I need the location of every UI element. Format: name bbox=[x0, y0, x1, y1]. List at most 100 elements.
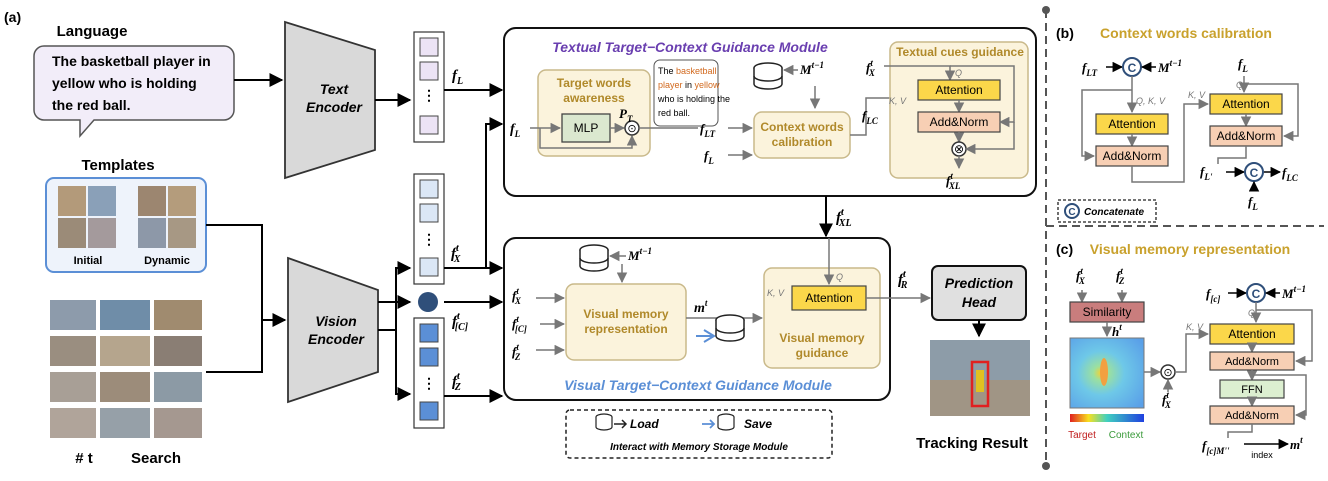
label-fL: fL bbox=[452, 68, 463, 87]
language-bubble bbox=[33, 45, 235, 138]
tracking-result-image bbox=[930, 340, 1030, 416]
ffn-label: FFN bbox=[1241, 384, 1262, 396]
language-line-3: the red ball. bbox=[52, 97, 131, 113]
example-line-3: who is holding the bbox=[657, 94, 730, 104]
attention-label-b2: Attention bbox=[1222, 97, 1269, 111]
label-Mt1-textual: Mt−1 bbox=[799, 60, 824, 77]
label-fLC-b: fLC bbox=[1282, 165, 1299, 183]
concat-legend-symbol: C bbox=[1068, 207, 1075, 218]
context-calibration-line-1: Context words bbox=[760, 120, 844, 134]
templates-title: Templates bbox=[81, 157, 154, 174]
label-fLC: fLC bbox=[862, 108, 879, 126]
colorbar-context-label: Context bbox=[1109, 430, 1144, 441]
tracking-result-label: Tracking Result bbox=[916, 435, 1028, 452]
concat-legend-label: Concatenate bbox=[1084, 207, 1144, 218]
label-Mt1-c: Mt−1 bbox=[1281, 284, 1306, 301]
label-Q-b: Q bbox=[1236, 80, 1243, 90]
text-token-column: ⋮ bbox=[413, 31, 445, 143]
label-KV-visual: K, V bbox=[767, 288, 785, 298]
label-KV-b: K, V bbox=[1188, 90, 1206, 100]
prediction-head-line-1: Prediction bbox=[945, 275, 1013, 291]
visual-memory-repr-line-1: Visual memory bbox=[583, 307, 668, 321]
visual-memory-guidance-line-2: guidance bbox=[796, 346, 849, 360]
target-words-line-1: Target words bbox=[557, 76, 632, 90]
search-frames-grid bbox=[50, 300, 202, 438]
arrow-vision-to-fZ bbox=[395, 330, 412, 401]
label-fLp-b: fL' bbox=[1200, 164, 1213, 182]
text-encoder-line-1: Text bbox=[320, 81, 350, 97]
language-line-1: The basketball player in bbox=[52, 53, 211, 69]
load-db-icon bbox=[595, 413, 613, 431]
example-line-1: The basketball bbox=[658, 66, 717, 76]
arrow-search-to-vision bbox=[206, 320, 263, 373]
prediction-head-line-2: Head bbox=[962, 294, 997, 310]
concat-symbol-b1: C bbox=[1128, 61, 1137, 75]
svg-text:⋮: ⋮ bbox=[422, 87, 436, 103]
arrow-b1-to-b2 bbox=[1131, 98, 1210, 183]
label-Q-visual: Q bbox=[836, 272, 843, 282]
concat-legend-box bbox=[1057, 199, 1157, 223]
label-Q-textual: Q bbox=[955, 68, 962, 78]
arrow-fL-skip bbox=[539, 128, 638, 149]
odot-symbol: ⊙ bbox=[627, 123, 636, 135]
label-Q-c: Q bbox=[1248, 308, 1255, 318]
colorbar bbox=[1070, 414, 1144, 422]
memory-db-icon-textual bbox=[753, 62, 783, 90]
vision-encoder-block bbox=[287, 256, 379, 404]
search-t-label: # t bbox=[75, 450, 93, 467]
arrow-addnorm-out-c bbox=[1227, 424, 1253, 438]
panel-b-title: Context words calibration bbox=[1100, 25, 1272, 41]
label-fCM-c: f[c]M'' bbox=[1202, 438, 1230, 456]
label-Mt1-visual: Mt−1 bbox=[627, 246, 652, 263]
arrow-residual-c2 bbox=[1252, 374, 1307, 421]
target-words-line-2: awareness bbox=[563, 91, 625, 105]
cls-token bbox=[418, 292, 438, 312]
label-KV-textual: K, V bbox=[889, 96, 907, 106]
vision-encoder-line-1: Vision bbox=[315, 313, 357, 329]
visual-memory-repr-box bbox=[565, 283, 687, 361]
label-mt-c: mt bbox=[1290, 435, 1303, 452]
panel-c-tag: (c) bbox=[1056, 241, 1073, 257]
attention-label-textual: Attention bbox=[935, 83, 982, 97]
panel-c-title: Visual memory representation bbox=[1090, 241, 1290, 257]
label-QKV-b: Q, K, V bbox=[1136, 96, 1166, 106]
legend-box bbox=[565, 409, 833, 459]
example-sentence-box bbox=[653, 59, 719, 127]
arrow-odot-to-attn bbox=[1175, 328, 1210, 373]
panel-a-tag: (a) bbox=[4, 9, 21, 25]
text-encoder-block bbox=[284, 20, 376, 180]
search-token-column: ⋮ bbox=[413, 173, 445, 285]
language-title: Language bbox=[57, 23, 128, 40]
template-dynamic-label: Dynamic bbox=[144, 255, 190, 267]
memory-db-icon-save bbox=[715, 314, 745, 342]
label-fLT-b: fLT bbox=[1082, 60, 1098, 78]
visual-memory-repr-line-2: representation bbox=[584, 322, 667, 336]
svg-text:⋮: ⋮ bbox=[422, 231, 436, 247]
addnorm-label-b2: Add&Norm bbox=[1217, 129, 1276, 143]
label-fLT: fLT bbox=[700, 121, 716, 139]
example-line-4: red ball. bbox=[658, 108, 690, 118]
text-encoder-line-2: Encoder bbox=[306, 99, 364, 115]
concat-symbol-b2: C bbox=[1250, 166, 1259, 180]
label-PT: PT bbox=[619, 106, 633, 124]
concat-legend-icon bbox=[1064, 203, 1080, 219]
example-line-2: player in yellow bbox=[658, 80, 720, 90]
otimes-symbol: ⊗ bbox=[954, 142, 964, 156]
colorbar-target-label: Target bbox=[1068, 430, 1096, 441]
template-token-column: ⋮ bbox=[413, 317, 445, 429]
arrow-templates-to-vision bbox=[206, 224, 287, 327]
vision-encoder-line-2: Encoder bbox=[308, 331, 366, 347]
memory-db-icon-visual bbox=[579, 244, 609, 272]
label-fL-cal: fL bbox=[704, 148, 714, 166]
arrow-fLC bbox=[850, 92, 908, 136]
